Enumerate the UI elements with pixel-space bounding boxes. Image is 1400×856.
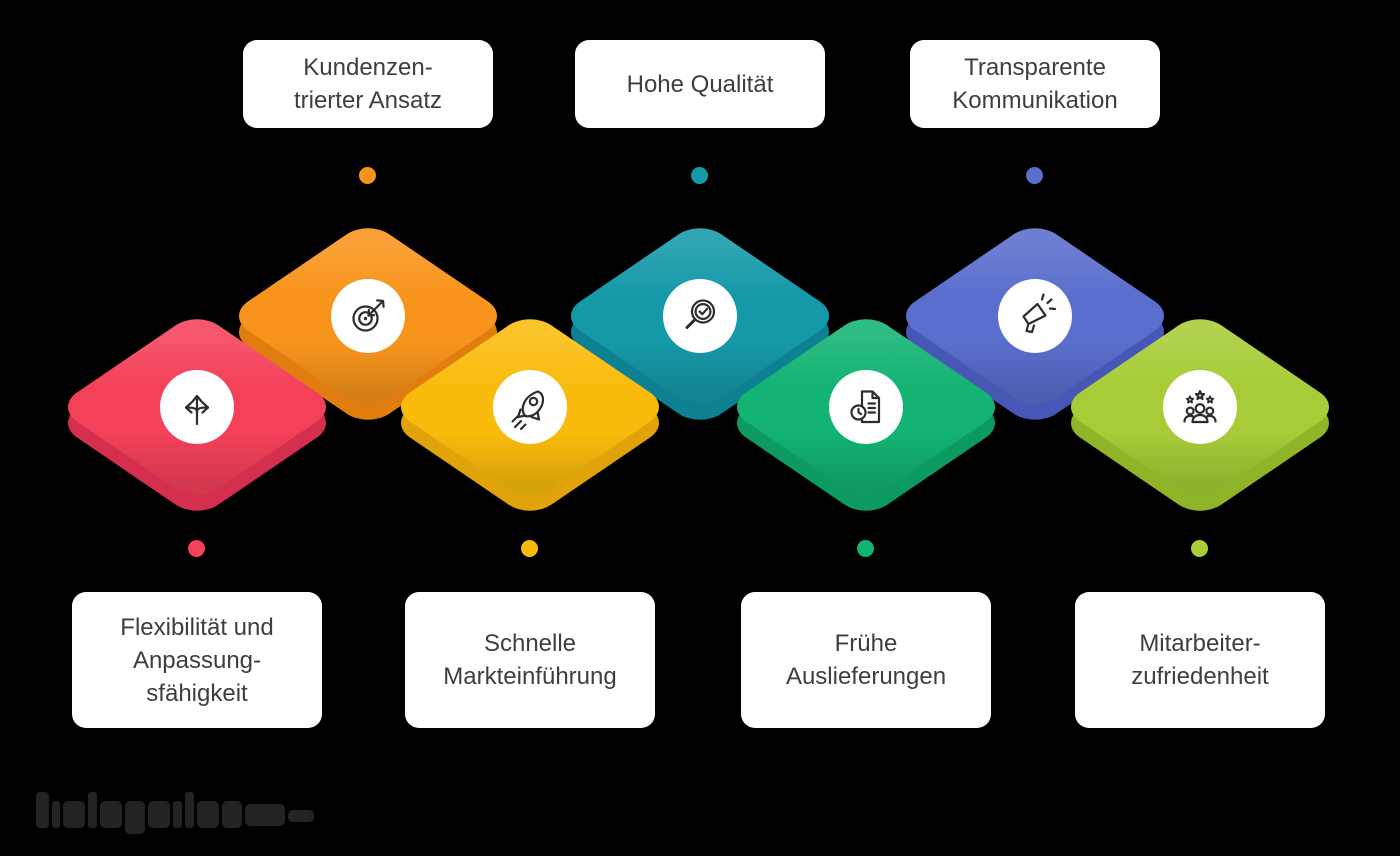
label-card-hohe-qualitaet: Hohe Qualität: [575, 40, 825, 128]
label-card-transparente-kommunikation: Transparente Kommunikation: [910, 40, 1160, 128]
connector-dot: [521, 540, 538, 557]
icon-circle: [829, 370, 903, 444]
label-text: Frühe Auslieferungen: [785, 630, 947, 690]
icon-circle: [663, 279, 737, 353]
label-text: Mitarbeiter- zufriedenheit: [1131, 630, 1269, 690]
icon-circle: [1163, 370, 1237, 444]
label-text: Hohe Qualität: [626, 70, 774, 98]
connector-dot: [188, 540, 205, 557]
connector-dot: [857, 540, 874, 557]
connector-dot: [691, 167, 708, 184]
label-card-flexibilitaet: Flexibilität und Anpassung- sfähigkeit: [72, 592, 322, 728]
diamond-transparente-kommunikation: [906, 228, 1164, 420]
connector-dot: [1191, 540, 1208, 557]
label-card-fruehe-auslieferungen: Frühe Auslieferungen: [741, 592, 991, 728]
connector-dot: [1026, 167, 1043, 184]
diamond-hohe-qualitaet: [571, 228, 829, 420]
label-text: Flexibilität und Anpassung- sfähigkeit: [120, 613, 274, 707]
brand-watermark-logo: [36, 792, 314, 834]
diamond-flexibilitaet: [68, 319, 326, 511]
label-text: Kundenzen- trierter Ansatz: [293, 54, 443, 114]
icon-circle: [493, 370, 567, 444]
diamond-kundenzentrierter-ansatz: [239, 228, 497, 420]
connector-dot: [359, 167, 376, 184]
diamond-fruehe-auslieferungen: [737, 319, 995, 511]
icon-circle: [998, 279, 1072, 353]
diamond-schnelle-markteinfuehrung: [401, 319, 659, 511]
label-text: Schnelle Markteinführung: [443, 630, 617, 690]
diamond-mitarbeiterzufriedenheit: [1071, 319, 1329, 511]
label-card-mitarbeiterzufriedenheit: Mitarbeiter- zufriedenheit: [1075, 592, 1325, 728]
label-text: Transparente Kommunikation: [952, 54, 1118, 114]
label-card-schnelle-markteinfuehrung: Schnelle Markteinführung: [405, 592, 655, 728]
label-card-kundenzentrierter-ansatz: Kundenzen- trierter Ansatz: [243, 40, 493, 128]
